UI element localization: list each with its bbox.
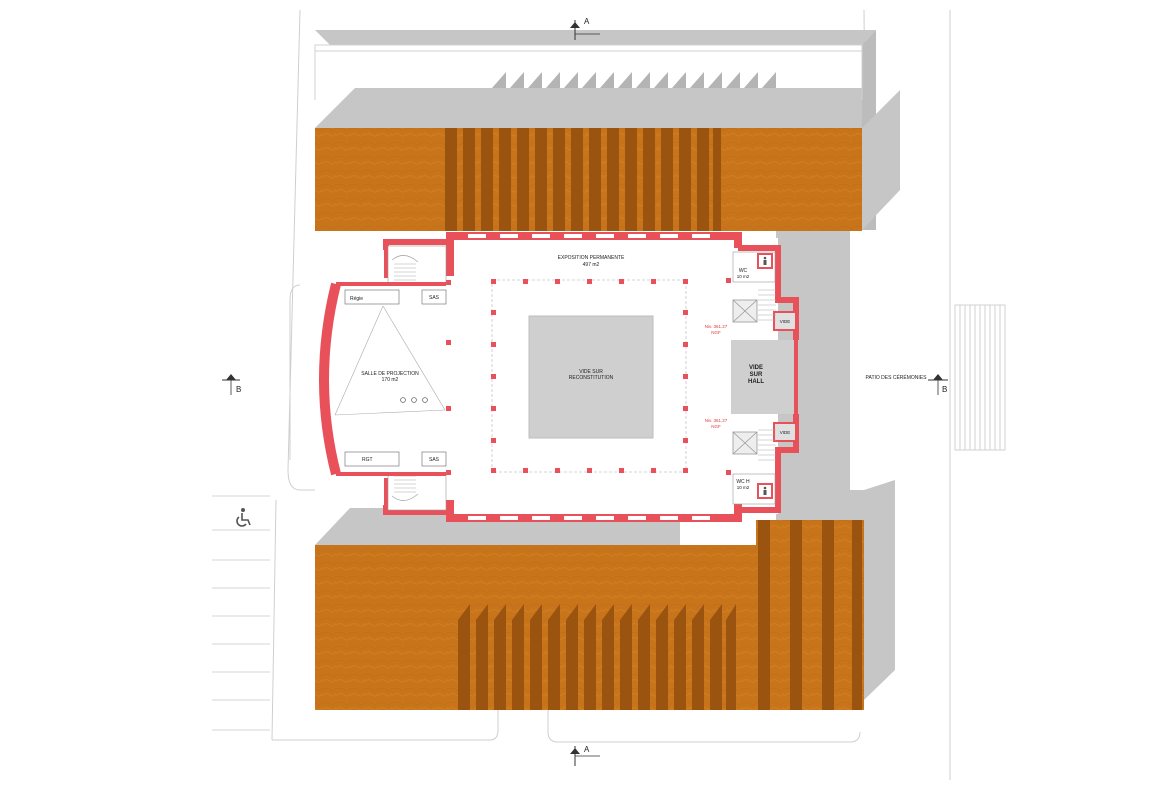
section-label-b-left: B [236,385,241,394]
column-grid [446,278,731,475]
stairs-left-top [387,245,447,285]
top-ochre-roof [315,128,862,231]
section-label-a-top: A [584,17,590,26]
small-void-bottom-label: VIDE [780,430,791,435]
hall-void-line3: HALL [748,379,764,385]
patio-steps [954,304,1006,451]
lift-bottom [732,431,758,455]
small-void-bottom [773,422,797,442]
hall-void-line1: VIDE [749,365,763,371]
restroom-icon [763,256,767,495]
wc-top-area: 10 m2 [737,274,750,279]
exposition-label: EXPOSITION PERMANENTE [558,255,625,261]
regie-label: Régie [350,296,363,302]
section-mark-a-bottom [570,746,600,766]
wc-bottom-area: 10 m2 [737,485,750,490]
level-bottom-line1: Niv. 361.27 [705,418,728,423]
top-sawtooth [492,72,776,88]
hall-void-line2: SUR [750,372,763,378]
section-label-a-bottom: A [584,745,590,754]
section-mark-b-left [222,374,240,395]
small-void-top [773,311,797,331]
parking-stripes [212,495,270,731]
stairs-right-bottom [758,429,776,461]
projection-room [319,282,447,476]
central-void [528,315,654,439]
section-mark-b-right [928,374,948,395]
lift-top [732,299,758,323]
section-mark-a-top [570,20,600,40]
level-bottom-line2: NGF [711,424,721,429]
exposition-area: 497 m2 [583,262,600,268]
level-top-line1: Niv. 361.27 [705,324,728,329]
small-void-top-label: VIDE [780,319,791,324]
wc-bottom-box [732,473,776,505]
projection-area: 170 m2 [382,377,399,383]
hall-void [731,340,796,414]
rgt-label: RGT [362,457,373,463]
stairs-right-top [758,289,776,321]
wc-top-box [732,251,776,283]
wall-piers [468,234,710,520]
level-top-line2: NGF [711,330,721,335]
sas-top-label: SAS [429,295,440,301]
section-label-b-right: B [942,385,947,394]
patio-label: PATIO DES CÉRÉMONIES [866,374,928,381]
wheelchair-icon [236,508,251,527]
wc-bottom-label: WC H [736,479,750,485]
projection-label: SALLE DE PROJECTION [361,371,419,377]
sas-bottom-label: SAS [429,457,440,463]
stairs-left-bottom [387,471,447,511]
wc-top-label: WC [739,268,748,274]
void-label-line1: VIDE SUR [579,369,603,375]
void-label-line2: RECONSTITUTION [569,375,614,381]
bottom-sawtooth [458,604,736,710]
